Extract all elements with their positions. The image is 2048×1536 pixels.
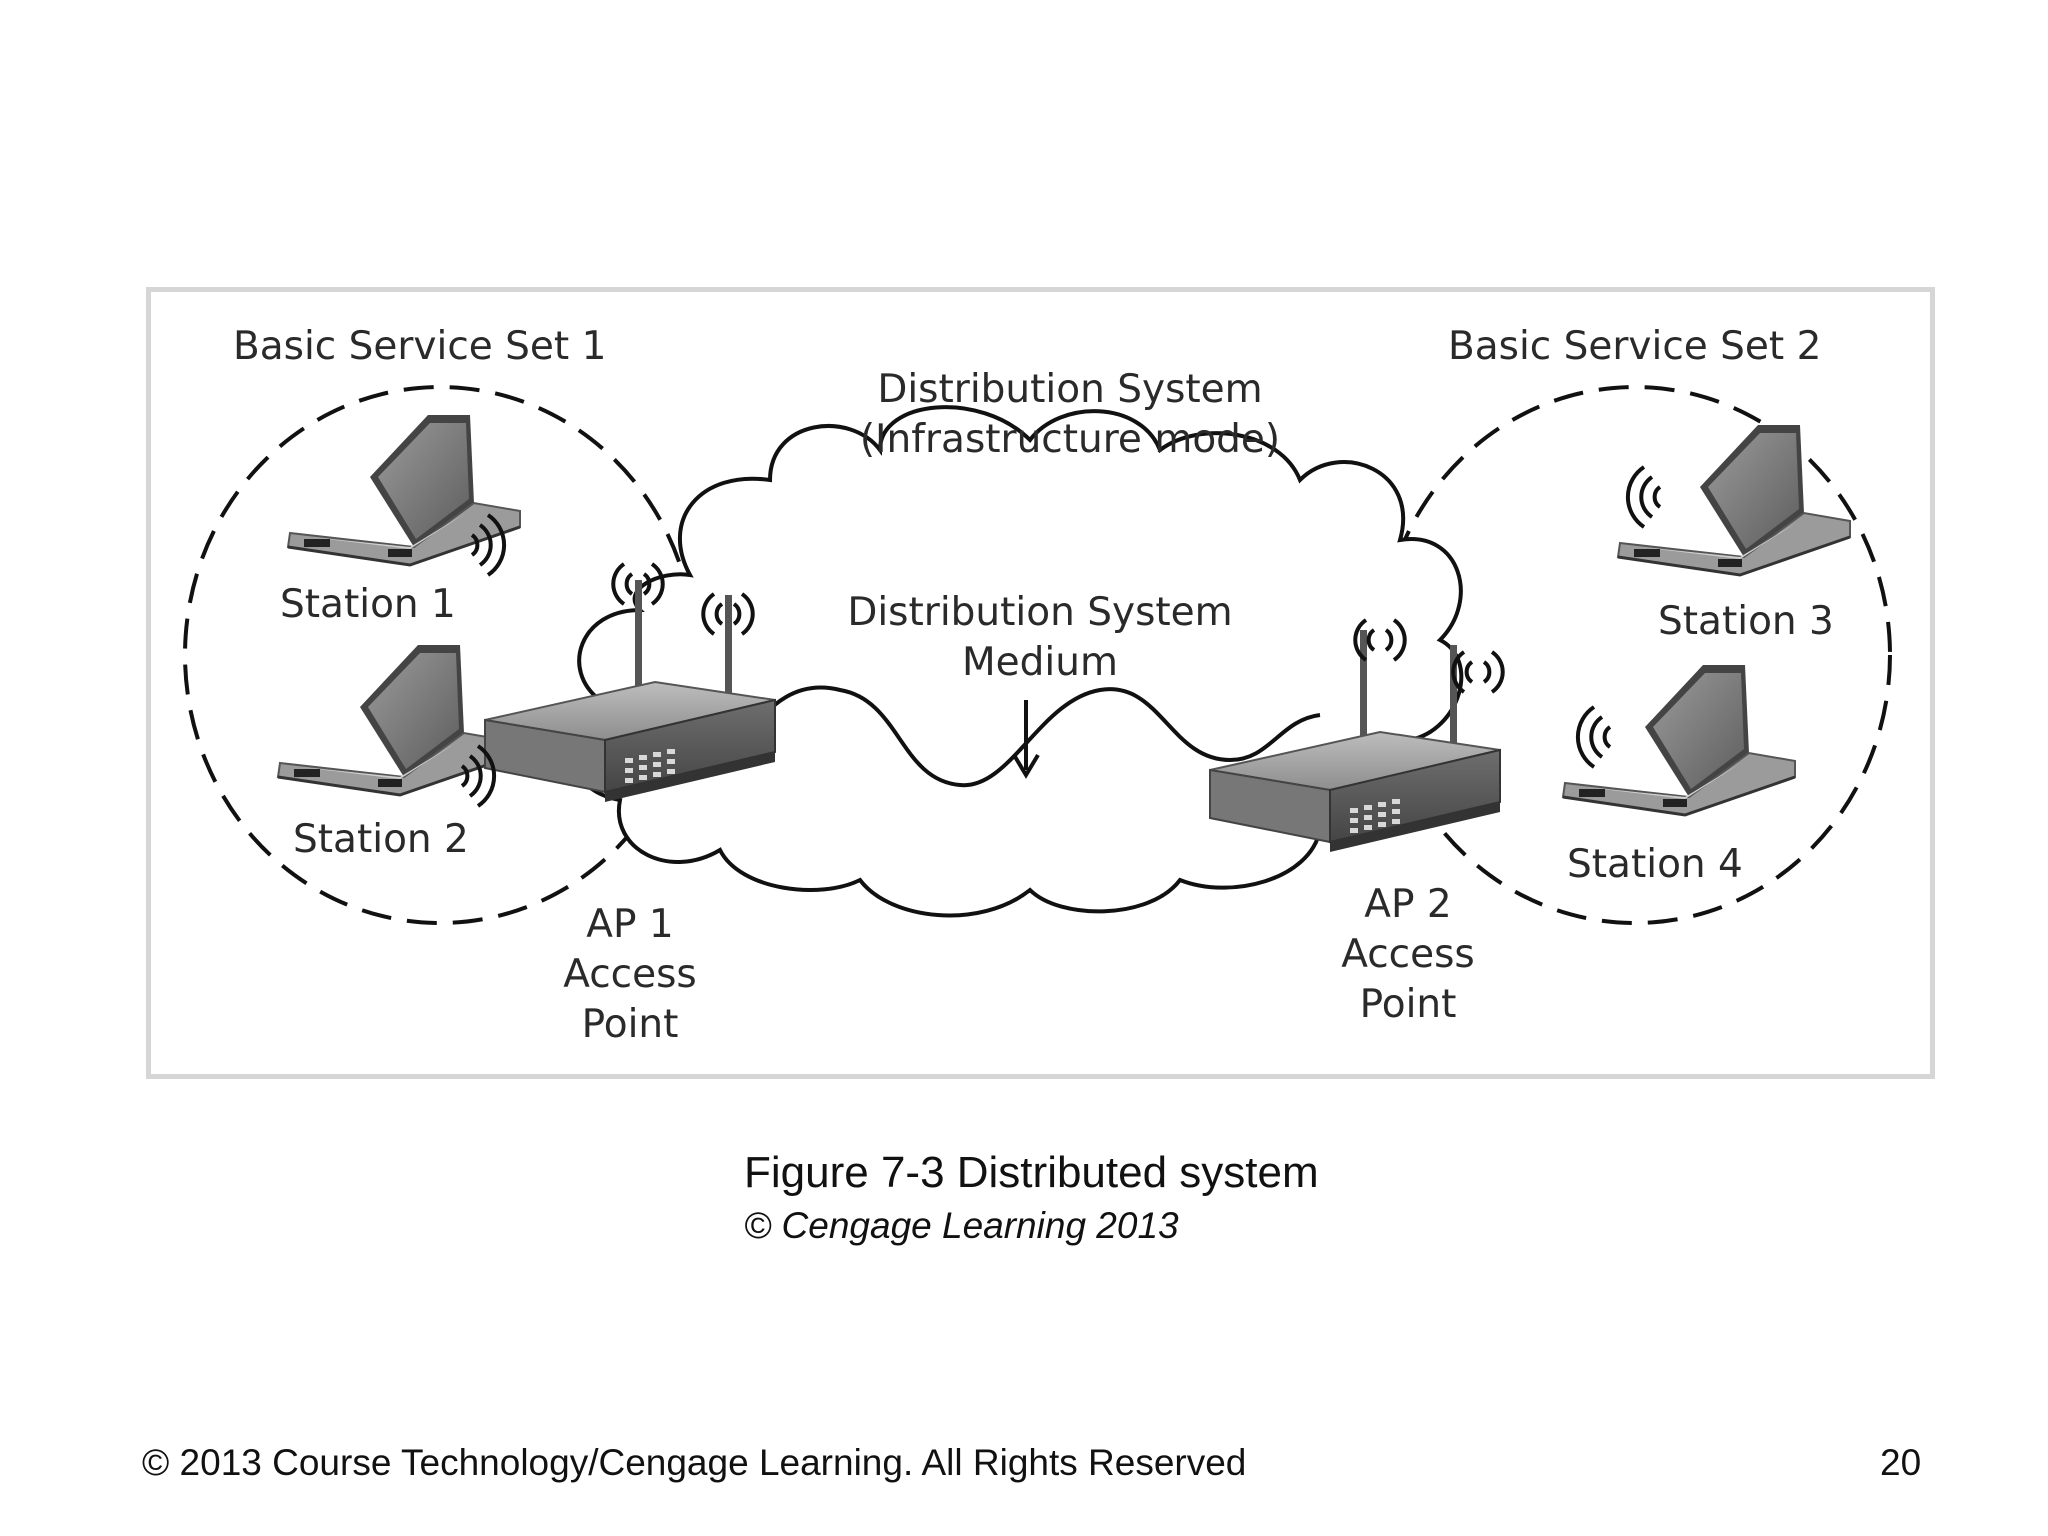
station3-label: Station 3	[1658, 599, 1834, 644]
station2-label: Station 2	[293, 817, 469, 862]
station1-laptop-icon	[286, 413, 522, 567]
station4-signal-icon	[1575, 705, 1612, 769]
dsm-label: Distribution System Medium	[830, 588, 1250, 688]
station1-label: Station 1	[280, 582, 456, 627]
ds-title: Distribution System (Infrastructure mode…	[840, 365, 1300, 465]
station3-signal-icon	[1625, 465, 1662, 529]
medium-arrow	[1012, 700, 1040, 779]
ap2-label: AP 2 Access Point	[1318, 880, 1498, 1030]
ds-title-line1: Distribution System	[877, 367, 1263, 412]
ap2-label-line2: Access	[1341, 932, 1475, 977]
station3-laptop-icon	[1616, 423, 1852, 577]
figure-caption: Figure 7-3 Distributed system	[744, 1148, 1319, 1197]
bss2-boundary	[1378, 385, 1892, 925]
ap1-label-line3: Point	[581, 1002, 679, 1047]
figure-credit: © Cengage Learning 2013	[744, 1205, 1179, 1246]
station4-label: Station 4	[1567, 842, 1743, 887]
station4-laptop-icon	[1561, 663, 1797, 817]
ap2-label-line1: AP 2	[1364, 882, 1452, 927]
bss1-label: Basic Service Set 1	[233, 324, 607, 369]
ds-title-line2: (Infrastructure mode)	[859, 417, 1281, 462]
dsm-label-line2: Medium	[962, 640, 1118, 685]
ap1-label-line2: Access	[563, 952, 697, 997]
footer-copyright: © 2013 Course Technology/Cengage Learnin…	[142, 1442, 1247, 1483]
ap2-label-line3: Point	[1359, 982, 1457, 1027]
bss2-label: Basic Service Set 2	[1448, 324, 1822, 369]
page-number: 20	[1880, 1442, 1922, 1483]
station2-laptop-icon	[276, 643, 512, 797]
dsm-label-line1: Distribution System	[847, 590, 1233, 635]
ap1-label-line1: AP 1	[586, 902, 674, 947]
ap1-label: AP 1 Access Point	[540, 900, 720, 1050]
